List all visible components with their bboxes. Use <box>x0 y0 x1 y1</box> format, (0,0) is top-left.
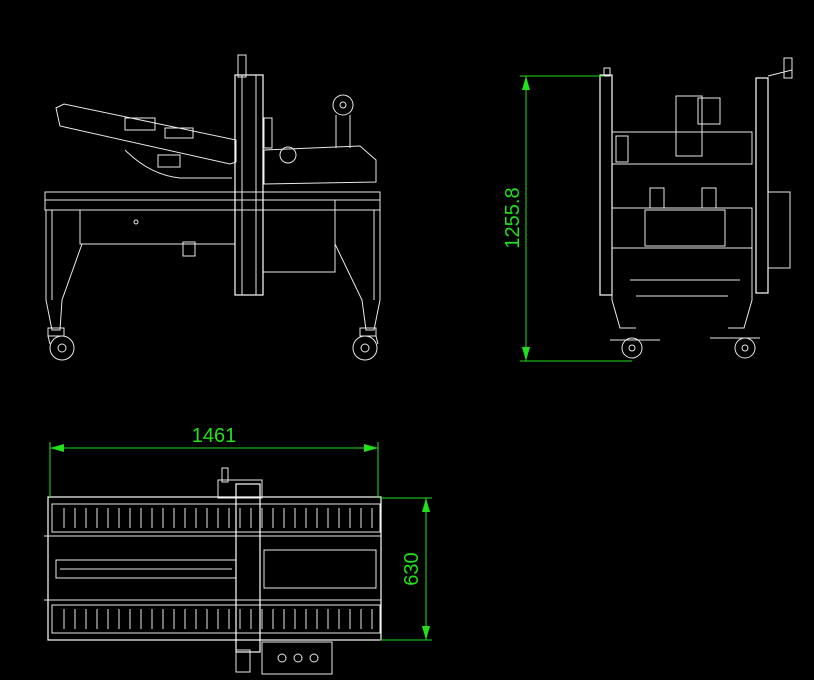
dimension-height: 1255.8 <box>502 75 632 362</box>
end-elevation-view <box>599 57 793 359</box>
front-elevation-view <box>44 54 381 361</box>
dimension-depth: 630 <box>380 497 432 641</box>
width-dimension-label: 1461 <box>192 425 237 447</box>
dimension-width: 1461 <box>49 425 379 498</box>
height-dimension-label: 1255.8 <box>502 187 524 248</box>
plan-view <box>44 467 382 675</box>
depth-dimension-label: 630 <box>401 552 423 585</box>
